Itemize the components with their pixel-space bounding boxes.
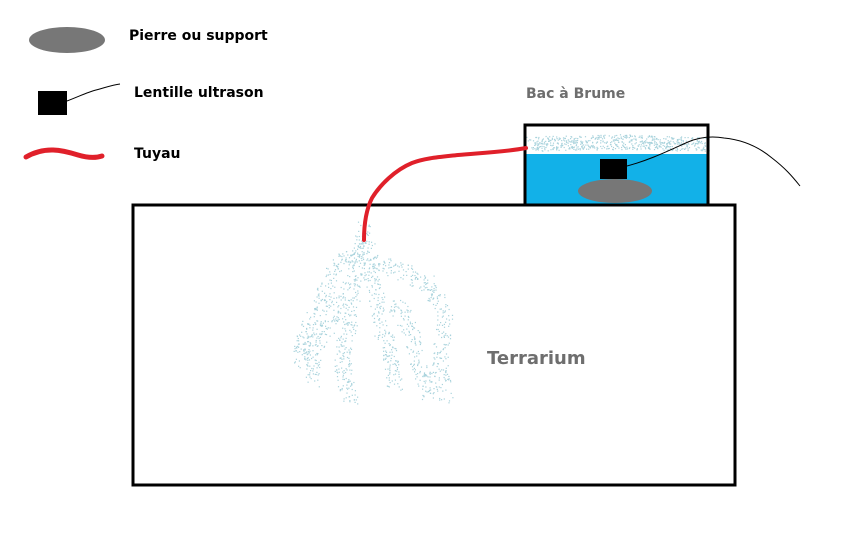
mist-tank-label: Bac à Brume — [526, 86, 625, 102]
terrarium-outline — [131, 203, 737, 487]
terrarium-mist — [293, 221, 454, 405]
mist-tank-lens-icon — [600, 159, 627, 179]
terrarium-label: Terrarium — [487, 348, 586, 369]
legend-lens-icon — [38, 91, 67, 115]
legend: Pierre ou support Lentille ultrason Tuya… — [23, 27, 268, 162]
legend-pipe-label: Tuyau — [134, 146, 181, 162]
mist-tank-stone-icon — [578, 179, 652, 203]
mist-pipe — [362, 146, 528, 242]
legend-lens-cable — [66, 83, 121, 102]
legend-lens-label: Lentille ultrason — [134, 85, 264, 101]
legend-stone-label: Pierre ou support — [129, 28, 268, 44]
legend-pipe-icon — [23, 147, 105, 160]
lens-cable — [626, 136, 801, 187]
terrarium: Terrarium — [131, 203, 737, 487]
mist-tank: Bac à Brume — [523, 86, 710, 207]
legend-stone-icon — [29, 27, 105, 53]
mist-tank-mist — [526, 134, 710, 152]
